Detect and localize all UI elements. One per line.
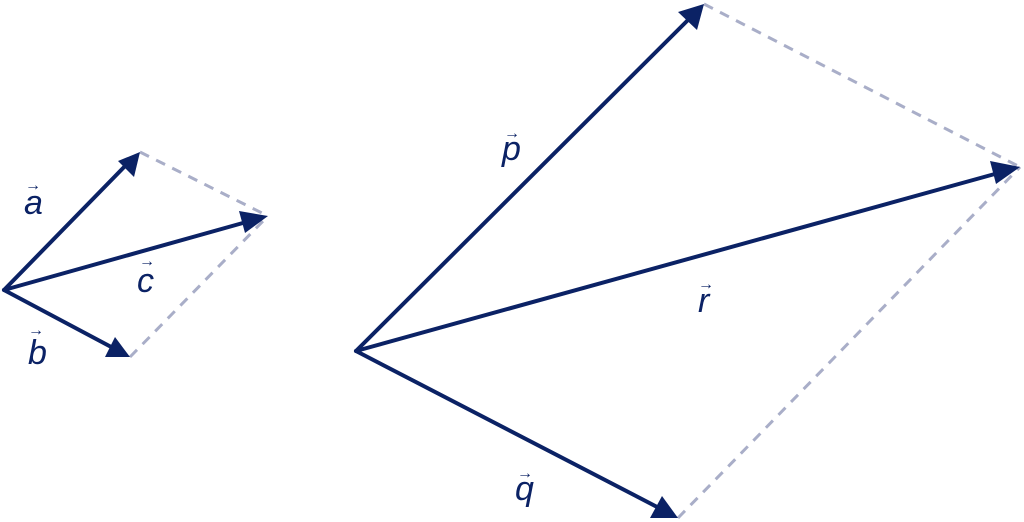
vector-b [2,288,130,357]
vector-a-arrowhead [118,152,140,177]
label-q-group: → q [515,465,534,508]
vector-q-shaft [354,349,663,511]
label-r: r [698,282,711,320]
vector-r-arrowhead [990,161,1020,184]
label-a: a [24,184,43,222]
vector-p-shaft [354,16,692,353]
vector-q-arrowhead [650,496,678,518]
label-b-arrow-accent: → [28,322,44,339]
guide-p-to-r [703,2,1021,169]
vector-a [2,152,140,292]
vector-a-shaft [2,161,130,292]
label-c-arrow-accent: → [139,253,155,270]
label-q-arrow-accent: → [517,465,533,482]
vector-b-arrowhead [105,337,130,357]
vector-c-shaft [2,219,252,292]
label-b-group: → b [28,322,47,372]
vector-c [2,211,268,292]
vector-p-arrowhead [678,4,704,30]
vector-r-shaft [354,170,1004,353]
label-p-arrow-accent: → [504,125,520,142]
label-p: p [501,130,521,168]
small-parallelogram: → a → c → b [2,150,270,372]
vector-p [354,4,704,353]
vector-b-shaft [2,288,117,351]
guide-a-to-c [139,150,269,218]
label-r-group: → r [698,276,714,320]
label-b: b [28,334,47,372]
guide-q-to-r [676,165,1022,520]
vector-c-arrowhead [239,211,268,233]
vector-q [354,349,678,518]
label-p-group: → p [501,125,521,168]
label-r-arrow-accent: → [698,276,714,293]
label-q: q [515,470,534,508]
label-c: c [137,262,154,300]
label-a-group: → a [24,177,43,222]
label-c-group: → c [137,253,155,300]
label-a-arrow-accent: → [25,177,41,194]
vector-r [354,161,1020,353]
large-parallelogram: → p → r → q [354,2,1022,520]
guide-b-to-c [128,214,270,359]
